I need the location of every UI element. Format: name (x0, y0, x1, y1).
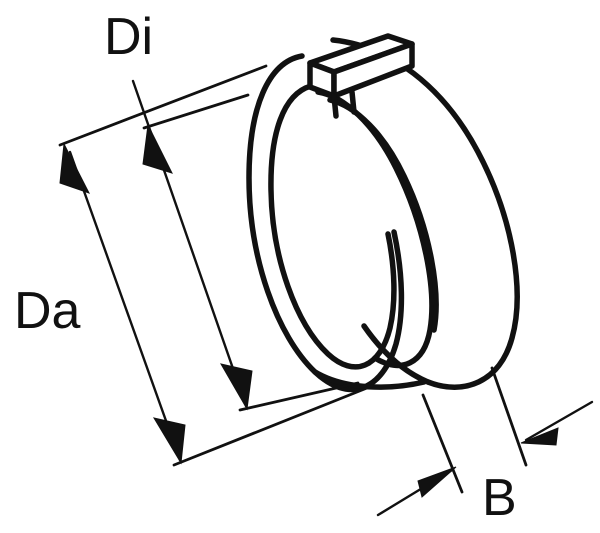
band-outer-bottom-edge (361, 323, 431, 385)
da-lower-reference-line (172, 384, 374, 467)
label-di: Di (104, 8, 153, 66)
da-dimension-line (68, 150, 182, 462)
tab-gap-right-edge (349, 89, 357, 115)
label-da: Da (14, 282, 81, 340)
b-left-arrowhead (417, 466, 457, 498)
label-b: B (482, 469, 517, 527)
da-upper-arrowhead (59, 142, 91, 194)
dimension-da (58, 64, 374, 467)
tab-gap-left-edge (331, 93, 339, 119)
tab-right-end-face (331, 41, 415, 99)
b-right-leader-line (524, 400, 594, 442)
di-upper-reference-line (142, 93, 250, 130)
ring-front-outer-contour (246, 53, 405, 392)
dimension-di (131, 79, 360, 412)
dimension-b (376, 366, 594, 517)
di-lower-reference-line (238, 381, 360, 412)
da-lower-arrowhead (152, 417, 186, 465)
di-lower-arrowhead (219, 363, 253, 411)
b-left-extension-line (421, 393, 464, 494)
da-upper-reference-line (58, 64, 268, 147)
b-right-arrowhead (520, 427, 559, 446)
tab-front-face (307, 60, 337, 99)
di-upper-arrowhead (142, 123, 173, 174)
b-right-extension-line (490, 366, 528, 467)
clamp-bridge-tab-detail (331, 89, 357, 119)
ring-front-inner-contour (268, 83, 397, 370)
